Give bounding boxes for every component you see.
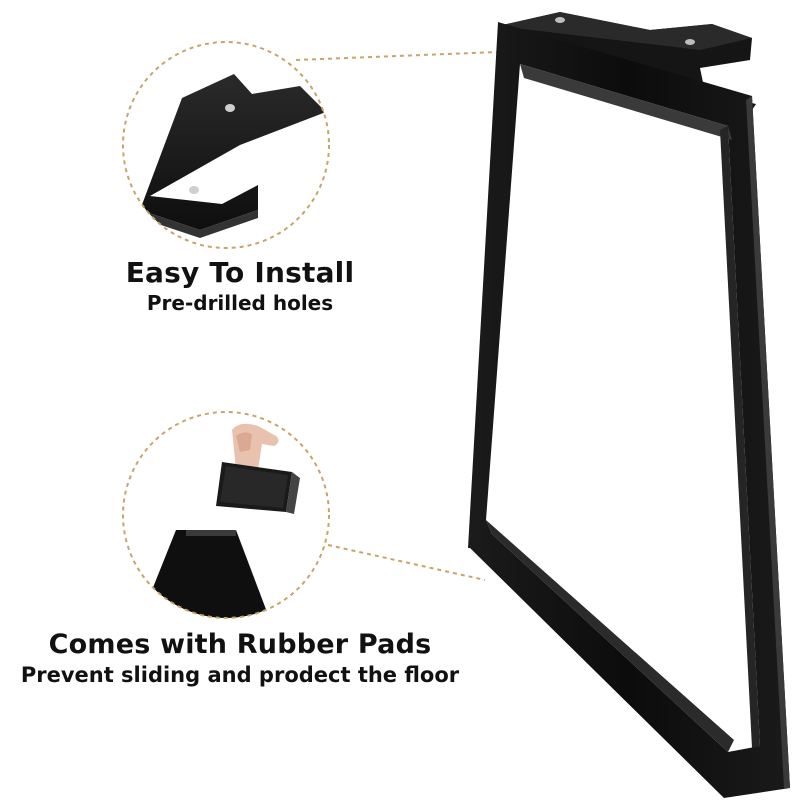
install-title: Easy To Install: [125, 256, 355, 289]
pads-callout: Comes with Rubber Pads Prevent sliding a…: [0, 628, 480, 688]
trapezoid-metal-table-leg: [468, 12, 790, 798]
connector-line-install: [295, 51, 499, 61]
drill-hole: [555, 17, 565, 23]
connector-line-pads: [327, 544, 486, 581]
drill-hole: [225, 104, 235, 112]
rubber-pad-detail: [122, 411, 330, 619]
pads-title: Comes with Rubber Pads: [48, 629, 432, 660]
install-subtitle: Pre-drilled holes: [146, 291, 334, 315]
drill-hole: [685, 39, 695, 45]
pads-subtitle: Prevent sliding and prodect the floor: [20, 663, 460, 687]
mounting-plate-detail: [122, 41, 330, 249]
callout-connectors: [295, 51, 499, 581]
install-callout: Easy To Install Pre-drilled holes: [100, 256, 380, 316]
drill-hole: [189, 186, 199, 194]
